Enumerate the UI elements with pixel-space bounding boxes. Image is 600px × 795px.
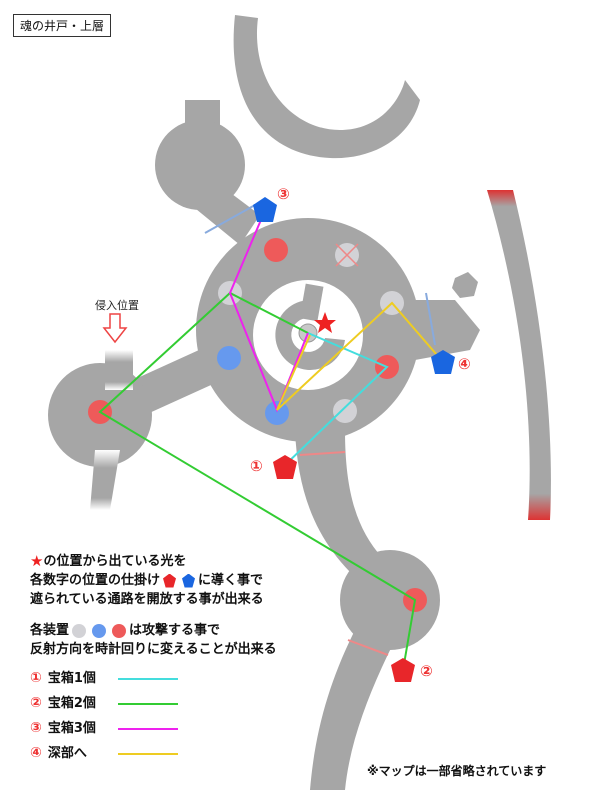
star-icon bbox=[314, 312, 336, 333]
legend-num: ① bbox=[30, 670, 42, 686]
legend-item-1: ① 宝箱1個 bbox=[30, 669, 277, 688]
device-red bbox=[264, 238, 288, 262]
legend-line-swatch bbox=[117, 702, 178, 705]
light-paths bbox=[98, 207, 444, 671]
legend-label: 宝箱2個 bbox=[47, 696, 96, 711]
marker-4 bbox=[431, 350, 455, 374]
east-room bbox=[415, 300, 480, 360]
red-marker-icon bbox=[163, 573, 177, 588]
legend-line-2: 各数字の位置の仕掛け bbox=[30, 573, 161, 588]
marker-2-number: ② bbox=[420, 662, 433, 680]
legend-line-4-end: は攻撃する事で bbox=[129, 623, 221, 638]
legend-item-4: ④ 深部へ bbox=[30, 744, 277, 763]
goal-markers bbox=[253, 197, 455, 682]
red-device-icon bbox=[112, 623, 127, 638]
marker-1-number: ① bbox=[250, 457, 263, 475]
legend-label: 深部へ bbox=[47, 746, 87, 761]
legend-line-swatch bbox=[117, 677, 178, 680]
marker-2 bbox=[391, 658, 415, 682]
map-title: 魂の井戸・上層 bbox=[13, 14, 112, 37]
legend-label: 宝箱3個 bbox=[47, 721, 96, 736]
blue-device-icon bbox=[92, 623, 107, 638]
blue-marker-icon bbox=[182, 573, 196, 588]
device-grey bbox=[333, 399, 357, 423]
path-3 bbox=[228, 207, 309, 413]
south-path bbox=[295, 430, 395, 590]
legend-num: ④ bbox=[30, 745, 42, 761]
legend-label: 宝箱1個 bbox=[47, 671, 96, 686]
legend-num: ② bbox=[30, 695, 42, 711]
path-1 bbox=[282, 332, 389, 468]
legend-line-swatch bbox=[117, 752, 178, 755]
grey-device-icon bbox=[72, 623, 87, 638]
legend-line-2-end: に導く事で bbox=[198, 573, 264, 588]
legend-line-swatch bbox=[117, 727, 178, 730]
path-4 bbox=[276, 301, 444, 411]
legend: ★の位置から出ている光を 各数字の位置の仕掛け に導く事で 遮られている通路を開放… bbox=[30, 552, 277, 763]
path-2 bbox=[98, 291, 417, 671]
top-arch bbox=[233, 15, 420, 159]
legend-line-4: 各装置 bbox=[30, 623, 70, 638]
legend-line-5: 反射方向を時計回りに変えることが出来る bbox=[30, 642, 277, 657]
legend-item-3: ③ 宝箱3個 bbox=[30, 719, 277, 738]
marker-3 bbox=[253, 197, 277, 222]
map-note: ※マップは一部省略されています bbox=[367, 764, 547, 778]
device-blue bbox=[217, 346, 241, 370]
star-icon: ★ bbox=[30, 552, 44, 570]
legend-line-1: の位置から出ている光を bbox=[43, 554, 187, 569]
barriers bbox=[204, 204, 436, 656]
legend-num: ③ bbox=[30, 720, 42, 736]
entry-label: 侵入位置 bbox=[95, 299, 139, 312]
marker-4-number: ④ bbox=[458, 355, 471, 373]
hexagon-pillar bbox=[452, 272, 478, 298]
legend-line-3: 遮られている通路を開放する事が出来る bbox=[30, 592, 264, 607]
entry-arrow-icon bbox=[102, 313, 128, 344]
device-blue bbox=[265, 401, 289, 425]
legend-item-2: ② 宝箱2個 bbox=[30, 694, 277, 713]
east-corridor bbox=[487, 190, 551, 520]
south-room bbox=[340, 550, 440, 650]
marker-3-number: ③ bbox=[277, 185, 290, 203]
marker-1 bbox=[273, 455, 297, 479]
